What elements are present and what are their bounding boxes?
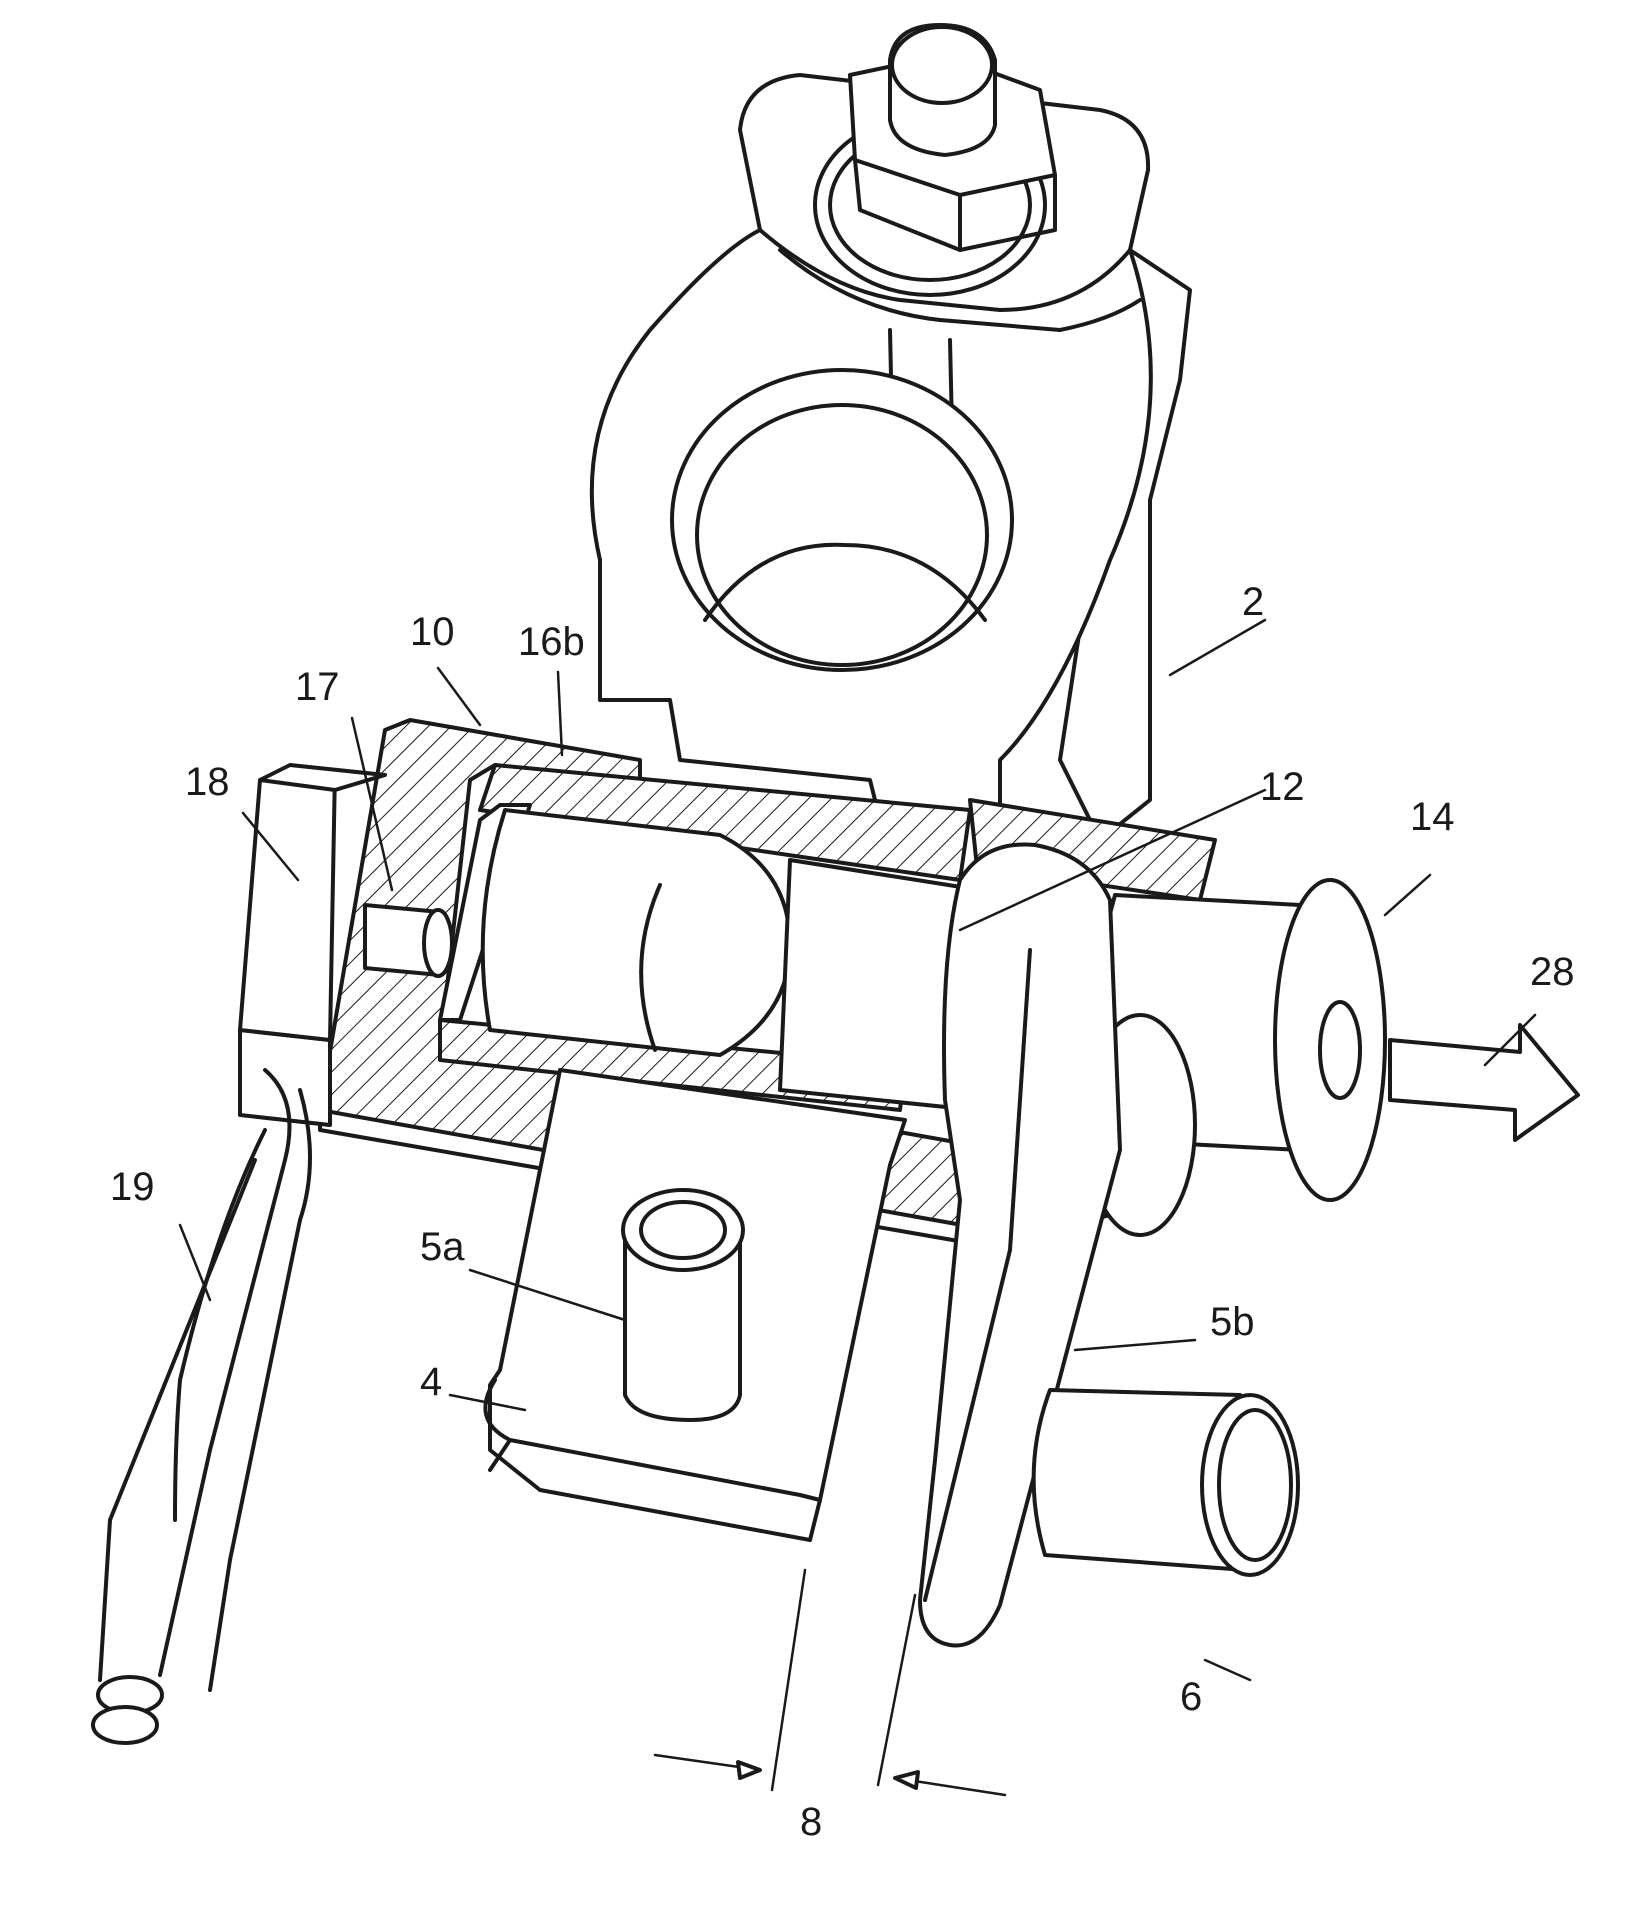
label-direction: 28 [1530, 950, 1575, 994]
label-housing: 10 [410, 610, 455, 654]
direction-arrow[interactable] [1390, 1025, 1578, 1140]
label-pin-b: 5b [1210, 1300, 1255, 1344]
label-block: 18 [185, 760, 230, 804]
label-cable: 19 [110, 1165, 155, 1209]
label-clamp: 2 [1242, 580, 1264, 624]
label-cylinder: 12 [1260, 765, 1305, 809]
label-lever: 6 [1180, 1675, 1202, 1719]
label-gap: 8 [800, 1800, 822, 1844]
label-cap: 14 [1410, 795, 1455, 839]
pin-5b [1034, 1390, 1298, 1575]
label-plate: 4 [420, 1360, 442, 1404]
nut-and-bolt [815, 25, 1055, 295]
clamp-bore [672, 370, 1012, 670]
pin-5a [623, 1190, 743, 1420]
label-pin-a: 5a [420, 1225, 465, 1269]
label-piston: 16b [518, 620, 585, 664]
stem [365, 905, 452, 976]
label-stem: 17 [295, 665, 340, 709]
